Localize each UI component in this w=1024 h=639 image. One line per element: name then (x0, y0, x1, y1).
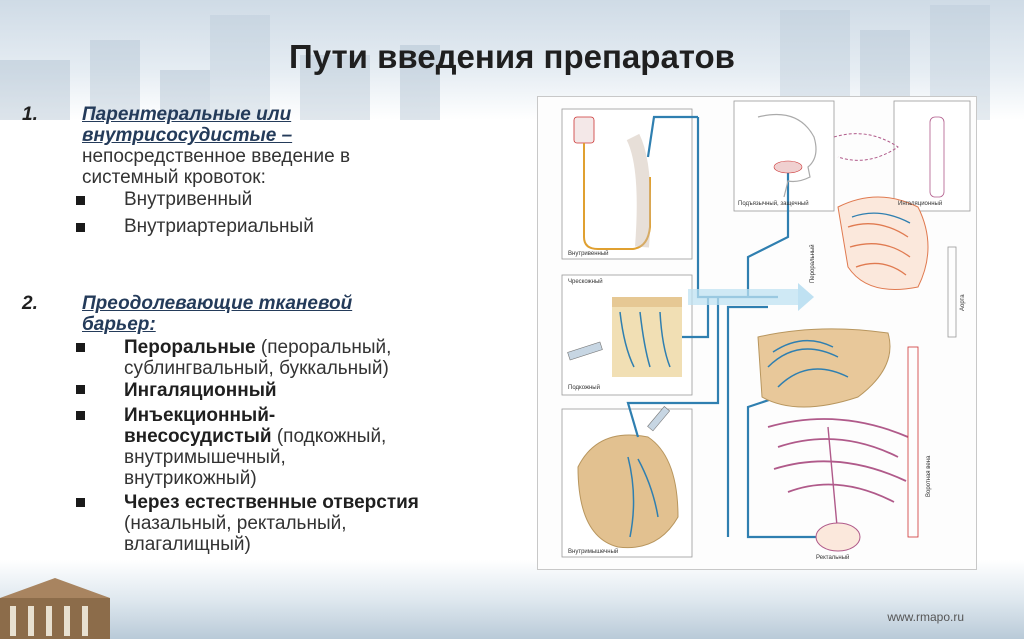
page-title: Пути введения препаратов (289, 38, 735, 75)
building-image (0, 578, 110, 639)
needle-icon (647, 406, 671, 432)
injection-details-2: внутримышечный, (124, 447, 286, 468)
arrow-head-icon (798, 283, 814, 311)
muscle-vessels (627, 456, 659, 538)
skin-layer (612, 297, 682, 377)
oral-details-1: (пероральный, (255, 337, 392, 358)
iv-line (583, 143, 651, 250)
natural-details-1: (назальный, ректальный, (124, 513, 347, 534)
footer-url[interactable]: www.rmapo.ru (887, 610, 964, 624)
injection-details-3: внутрикожный) (124, 468, 257, 489)
section1-text: Парентеральные или внутрисосудистые – не… (82, 104, 350, 188)
label-intramuscular: Внутримышечный (568, 548, 618, 555)
syringe-icon (567, 341, 603, 361)
section1-item-iv: Внутривенный (124, 189, 253, 210)
head-outline (757, 113, 817, 198)
inhalation-label: Ингаляционный (124, 380, 277, 401)
iv-bag-icon (573, 116, 595, 144)
epidermis (612, 297, 682, 307)
bullet-icon (76, 223, 85, 232)
diagram-svg: Внутривенный Чрескожный Подкожный Внутри… (561, 100, 971, 561)
label-subcutaneous: Подкожный (568, 384, 600, 391)
section1-desc-line1: непосредственное введение в (82, 146, 351, 167)
section2-item-oral: Пероральные (пероральный, сублингвальный… (124, 337, 391, 379)
natural-details-2: влагалищный) (124, 534, 251, 555)
label-aorta: Аорта (960, 294, 966, 311)
injection-label-2: внесосудистый (124, 426, 272, 447)
label-sublingual: Подъязычный, защечный (738, 200, 809, 207)
skin-capillaries (619, 311, 671, 368)
lungs-shape (837, 196, 929, 290)
circulation-arrow (688, 289, 798, 305)
label-vein: Воротная вена (926, 455, 932, 497)
rectum-icon (815, 522, 861, 552)
section2-item-natural: Через естественные отверстия (назальный,… (124, 492, 419, 555)
injection-details-1: (подкожный, (271, 426, 387, 447)
section2-item-injection: Инъекционный- внесосудистый (подкожный, … (124, 405, 386, 489)
bullet-icon (76, 385, 85, 394)
section1-heading-line2: внутрисосудистые – (82, 125, 293, 146)
footer-background (0, 560, 1024, 639)
label-rectal: Ректальный (816, 554, 849, 561)
trachea-icon (929, 116, 945, 198)
vena-cava-shape (947, 246, 957, 338)
head-panel (733, 100, 835, 212)
muscle-shape (577, 434, 679, 549)
mouth-icon (773, 160, 803, 174)
bullet-icon (76, 498, 85, 507)
bullet-icon (76, 411, 85, 420)
intestine-shape (767, 418, 909, 503)
label-intradermal: Чрескожный (568, 278, 603, 285)
natural-label: Через естественные отверстия (124, 492, 419, 513)
drug-routes-diagram: Внутривенный Чрескожный Подкожный Внутри… (537, 96, 977, 570)
aorta-shape (907, 346, 919, 538)
section1-heading-line1: Парентеральные или (82, 104, 292, 125)
arm-shape (626, 133, 651, 248)
section2-heading-line1: Преодолевающие тканевой (82, 293, 353, 314)
section1-number: 1. (22, 104, 38, 125)
iv-vein (646, 115, 698, 158)
bullet-icon (76, 343, 85, 352)
section1-desc-line2: системный кровоток: (82, 167, 266, 188)
section2-heading: Преодолевающие тканевой барьер: (82, 293, 352, 335)
section2-number: 2. (22, 293, 38, 314)
section2-item-inhalation: Ингаляционный (124, 380, 277, 401)
bullet-icon (76, 196, 85, 205)
liver-shape (757, 328, 891, 408)
section2-heading-line2: барьер: (82, 314, 156, 335)
label-inhalation: Ингаляционный (898, 200, 942, 207)
oral-details-2: сублингвальный, буккальный) (124, 358, 389, 379)
airway-path (833, 133, 899, 161)
section1-item-ia: Внутриартериальный (124, 216, 314, 237)
oral-label: Пероральные (124, 337, 256, 358)
label-iv: Внутривенный (568, 250, 609, 257)
injection-label-1: Инъекционный- (124, 405, 276, 426)
label-oral: Пероральный (809, 244, 816, 283)
